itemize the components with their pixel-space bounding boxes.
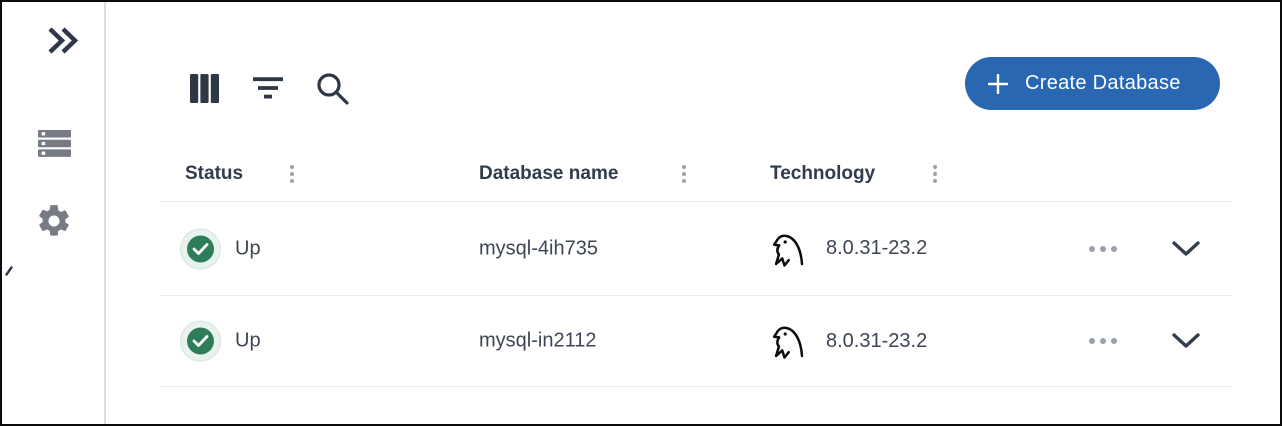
table-row: Up mysql-4ih735 8.0.31-23.2: [160, 202, 1232, 296]
table-header: Status Database name Technology: [160, 147, 1232, 202]
search-button[interactable]: [315, 71, 351, 107]
status-up-badge: [180, 228, 221, 269]
plus-icon: [988, 73, 1008, 94]
technology-cell: 8.0.31-23.2: [770, 323, 927, 359]
database-name-column-menu-icon[interactable]: [682, 165, 686, 183]
status-label: Up: [235, 329, 261, 352]
row-actions-menu-icon[interactable]: [1085, 334, 1121, 348]
database-name-cell: mysql-4ih735: [479, 237, 598, 259]
row-expand-button[interactable]: [1168, 237, 1204, 261]
sidebar: [2, 2, 106, 424]
columns-view-button[interactable]: [190, 74, 219, 103]
columns-icon: [190, 74, 219, 103]
check-circle-icon: [187, 235, 214, 262]
technology-version: 8.0.31-23.2: [826, 237, 928, 259]
create-database-button[interactable]: Create Database: [965, 57, 1220, 110]
technology-version: 8.0.31-23.2: [826, 329, 928, 352]
status-cell: Up: [180, 320, 261, 362]
column-header-database-name: Database name: [479, 163, 619, 184]
chevron-down-icon: [1172, 333, 1200, 348]
status-label: Up: [235, 237, 261, 259]
expand-sidebar-button[interactable]: [46, 26, 79, 55]
database-name-cell: mysql-in2112: [479, 329, 597, 352]
technology-column-menu-icon[interactable]: [933, 165, 937, 183]
mysql-dolphin-icon: [772, 234, 804, 267]
sidebar-item-settings[interactable]: [35, 202, 73, 240]
table-row: Up mysql-in2112 8.0.31-23.2: [160, 296, 1232, 387]
status-column-menu-icon[interactable]: [290, 165, 294, 183]
status-cell: Up: [180, 228, 261, 269]
row-actions-menu-icon[interactable]: [1085, 242, 1121, 256]
filter-icon: [253, 77, 283, 99]
status-up-badge: [180, 320, 221, 362]
check-circle-icon: [187, 327, 214, 355]
create-database-label: Create Database: [1025, 72, 1181, 94]
row-expand-button[interactable]: [1168, 329, 1204, 353]
sidebar-item-databases[interactable]: [38, 130, 72, 157]
search-icon: [317, 73, 349, 105]
mysql-dolphin-icon: [772, 326, 804, 359]
column-header-technology: Technology: [770, 163, 876, 184]
filter-button[interactable]: [252, 77, 284, 100]
server-stack-icon: [38, 130, 71, 157]
column-header-status: Status: [185, 163, 244, 184]
technology-cell: 8.0.31-23.2: [770, 231, 927, 267]
chevron-down-icon: [1172, 240, 1200, 256]
gear-icon: [39, 205, 69, 236]
double-chevron-right-icon: [48, 27, 79, 54]
stray-mark: [5, 263, 13, 281]
